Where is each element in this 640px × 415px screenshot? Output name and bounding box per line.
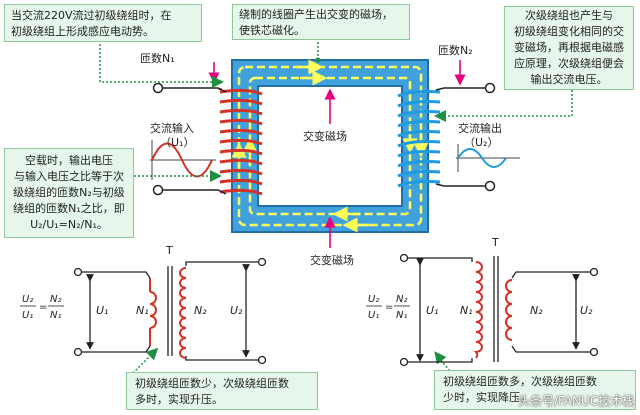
callout-secondary-output: 次级绕组也产生与 初级绕组变化相同的交 变磁场，再根据电磁感 应原理，次级绕组便… [504, 6, 634, 90]
input-waveform [150, 140, 216, 180]
formula-right-lhs-num: U₂ [368, 294, 379, 305]
callout-secondary-output-line4: 应原理，次级绕组便会 [514, 57, 624, 70]
stepup-u2: U₂ [230, 304, 243, 317]
callout-turns-ratio-line1: 空载时，输出电压 [25, 154, 113, 167]
turns-n2-label: 匝数N₂ [438, 44, 473, 57]
ac-input-u1-label: （U₁） [160, 136, 195, 149]
formula-left-rhs-num: N₂ [50, 294, 62, 305]
formula-left-rhs-den: N₁ [50, 310, 62, 321]
stepup-terminals [73, 257, 267, 365]
stepdown-primary-winding [473, 261, 483, 359]
stepdown-terminals [399, 253, 599, 367]
turns-n1-label: 匝数N₁ [140, 52, 175, 65]
callout-secondary-output-line2: 初级绕组变化相同的交 [514, 25, 624, 38]
output-waveform [456, 144, 520, 172]
formula-right-rhs-den: N₁ [396, 310, 408, 321]
watermark-text: 头条号/FANUC技术栈 [518, 394, 635, 408]
secondary-leads [435, 87, 486, 187]
field-bottom-label: 交变磁场 [310, 254, 354, 267]
callout-secondary-output-line3: 变磁场，再根据电磁感 [514, 41, 624, 54]
callout-step-up: 初级绕组匝数少，次级绕组匝数 多时，实现升压。 [126, 372, 318, 410]
secondary-coil [397, 90, 441, 188]
stepdown-circuit [408, 256, 590, 363]
ac-output-label: 交流输出 [458, 122, 502, 135]
primary-coil [218, 88, 263, 196]
callout-step-down: 初级绕组匝数多，次级绕组匝数 少时，实现降压。 [434, 370, 636, 410]
callout-core-magnetized: 绕制的线圈产生出交变的磁场， 使铁芯磁化。 [232, 4, 410, 40]
callout-primary-emf: 当交流220V流过初级绕组时，在 初级绕组上形成感应电动势。 [4, 4, 202, 42]
formula-right-eq: = [385, 302, 393, 313]
callout-turns-ratio-line5: U₂/U₁=N₂/N₁。 [30, 218, 108, 231]
stepdown-core-label: T [491, 236, 499, 249]
stepup-primary-winding [149, 278, 157, 346]
callout-step-down-line2: 少时，实现降压。 [443, 391, 531, 404]
stepdown-secondary-winding [505, 279, 513, 341]
stepup-secondary-winding [179, 267, 187, 359]
callout-secondary-output-line1: 次级绕组也产生与 [525, 9, 613, 22]
output-terminals [484, 82, 496, 192]
primary-leads [162, 87, 227, 195]
formula-right: U₂ U₁ = N₂ N₁ [366, 294, 410, 321]
formula-left-eq: = [39, 302, 47, 313]
callout-primary-emf-line2: 初级绕组上形成感应电动势。 [11, 25, 154, 38]
callout-step-down-line1: 初级绕组匝数多，次级绕组匝数 [443, 375, 597, 388]
field-center-label: 交变磁场 [303, 130, 347, 143]
formula-left-lhs-den: U₁ [22, 310, 33, 321]
stepup-u1: U₁ [96, 304, 108, 317]
green-leaders [99, 38, 573, 377]
magenta-pointers [208, 60, 466, 248]
stepdown-n2: N₂ [530, 304, 543, 317]
stepup-n1: N₁ [136, 304, 149, 317]
flux-arrows [231, 59, 429, 233]
stepdown-u1: U₁ [426, 304, 438, 317]
callout-primary-emf-line1: 当交流220V流过初级绕组时，在 [11, 9, 172, 22]
callout-core-magnetized-line1: 绕制的线圈产生出交变的磁场， [239, 8, 393, 21]
callout-turns-ratio: 空载时，输出电压 与输入电压之比等于次 级绕组的匝数N₂与初级 绕组的匝数N₁之… [4, 148, 134, 238]
callout-step-up-line2: 多时，实现升压。 [135, 393, 223, 406]
callout-turns-ratio-line2: 与输入电压之比等于次 [14, 170, 124, 183]
circuit-labels: T T U₁ N₁ N₂ U₂ U₁ N₁ N₂ U₂ [96, 236, 593, 317]
stepup-core-label: T [165, 244, 173, 257]
callout-step-up-line1: 初级绕组匝数少，次级绕组匝数 [135, 377, 289, 390]
stepdown-n1: N₁ [460, 304, 473, 317]
formula-right-rhs-num: N₂ [396, 294, 408, 305]
stepdown-u2: U₂ [580, 304, 593, 317]
callout-secondary-output-line5: 输出交流电压。 [530, 73, 608, 86]
formula-left-lhs-num: U₂ [22, 294, 33, 305]
ac-output-u2-label: （U₂） [464, 136, 499, 149]
formula-right-lhs-den: U₁ [368, 310, 379, 321]
callout-turns-ratio-line4: 绕组的匝数N₁之比，即 [13, 202, 125, 215]
input-terminals [152, 82, 164, 196]
stepup-n2: N₂ [194, 304, 207, 317]
callout-turns-ratio-line3: 级绕组的匝数N₂与初级 [13, 186, 125, 199]
callout-core-magnetized-line2: 使铁芯磁化。 [239, 24, 305, 37]
formula-left: U₂ U₁ = N₂ N₁ [20, 294, 64, 321]
leader-dot [315, 57, 321, 63]
ac-input-label: 交流输入 [150, 122, 194, 135]
